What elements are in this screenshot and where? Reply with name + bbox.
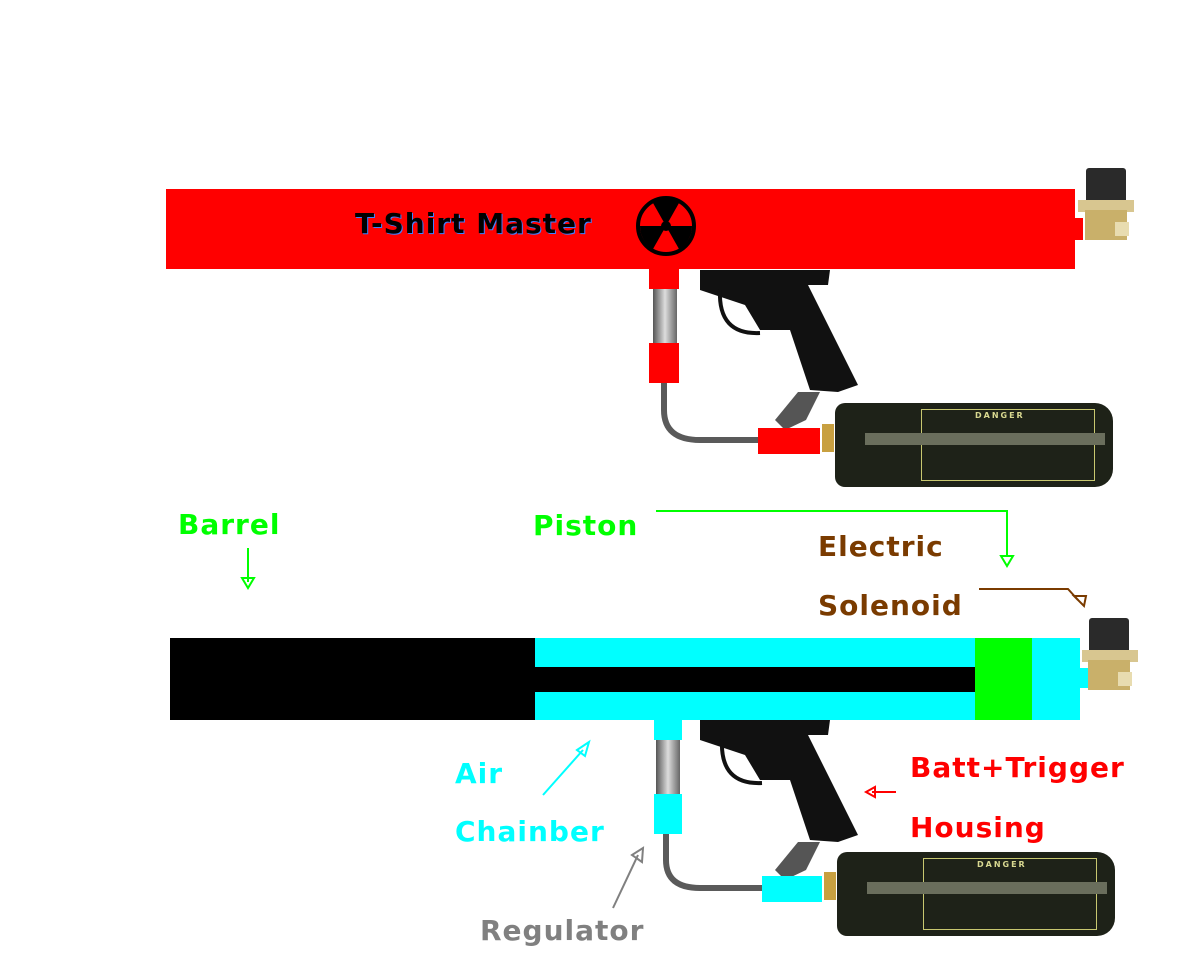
regulator-arrow-icon [612, 846, 645, 909]
piston-arrow-icon [656, 510, 1015, 568]
air-chamber-arrow-icon [542, 739, 591, 796]
regulator-body-bottom [656, 740, 680, 796]
label-barrel: Barrel [178, 508, 281, 541]
barrel-arrow-icon [240, 548, 256, 590]
barrel-black [170, 638, 535, 720]
co2-tank-top: DANGER [835, 403, 1113, 487]
solenoid-connector-cyan [1080, 668, 1088, 688]
regulator-body [653, 289, 677, 345]
launcher-body-red [166, 189, 1075, 269]
solenoid-arrow-icon [979, 588, 1088, 609]
piston-rod-black [535, 667, 975, 692]
regulator-cap-red [649, 343, 679, 383]
tank-adapter-red [758, 428, 820, 454]
label-solenoid: Solenoid [818, 589, 963, 622]
regulator-tee-cyan [654, 720, 682, 740]
label-housing: Housing [910, 811, 1046, 844]
tank-valve-brass [822, 424, 834, 452]
tank-valve-brass-bottom [824, 872, 836, 900]
tank-danger-label-bottom: DANGER [977, 860, 1027, 869]
label-air: Air [455, 757, 504, 790]
co2-tank-bottom: DANGER [837, 852, 1115, 936]
piston-green [975, 638, 1032, 720]
regulator-cap-cyan [654, 794, 682, 834]
label-electric: Electric [818, 530, 944, 563]
housing-arrow-icon [863, 785, 896, 799]
solenoid-connector-red [1075, 218, 1083, 240]
regulator-tee-red [649, 269, 679, 289]
label-batt-trigger: Batt+Trigger [910, 751, 1125, 784]
label-piston: Piston [533, 509, 639, 542]
tank-danger-label: DANGER [975, 411, 1025, 420]
tank-adapter-cyan [762, 876, 822, 902]
label-regulator: Regulator [480, 914, 645, 947]
radiation-trefoil-icon [636, 196, 696, 256]
label-chamber: Chainber [455, 815, 605, 848]
launcher-title: T-Shirt Master [355, 207, 592, 240]
